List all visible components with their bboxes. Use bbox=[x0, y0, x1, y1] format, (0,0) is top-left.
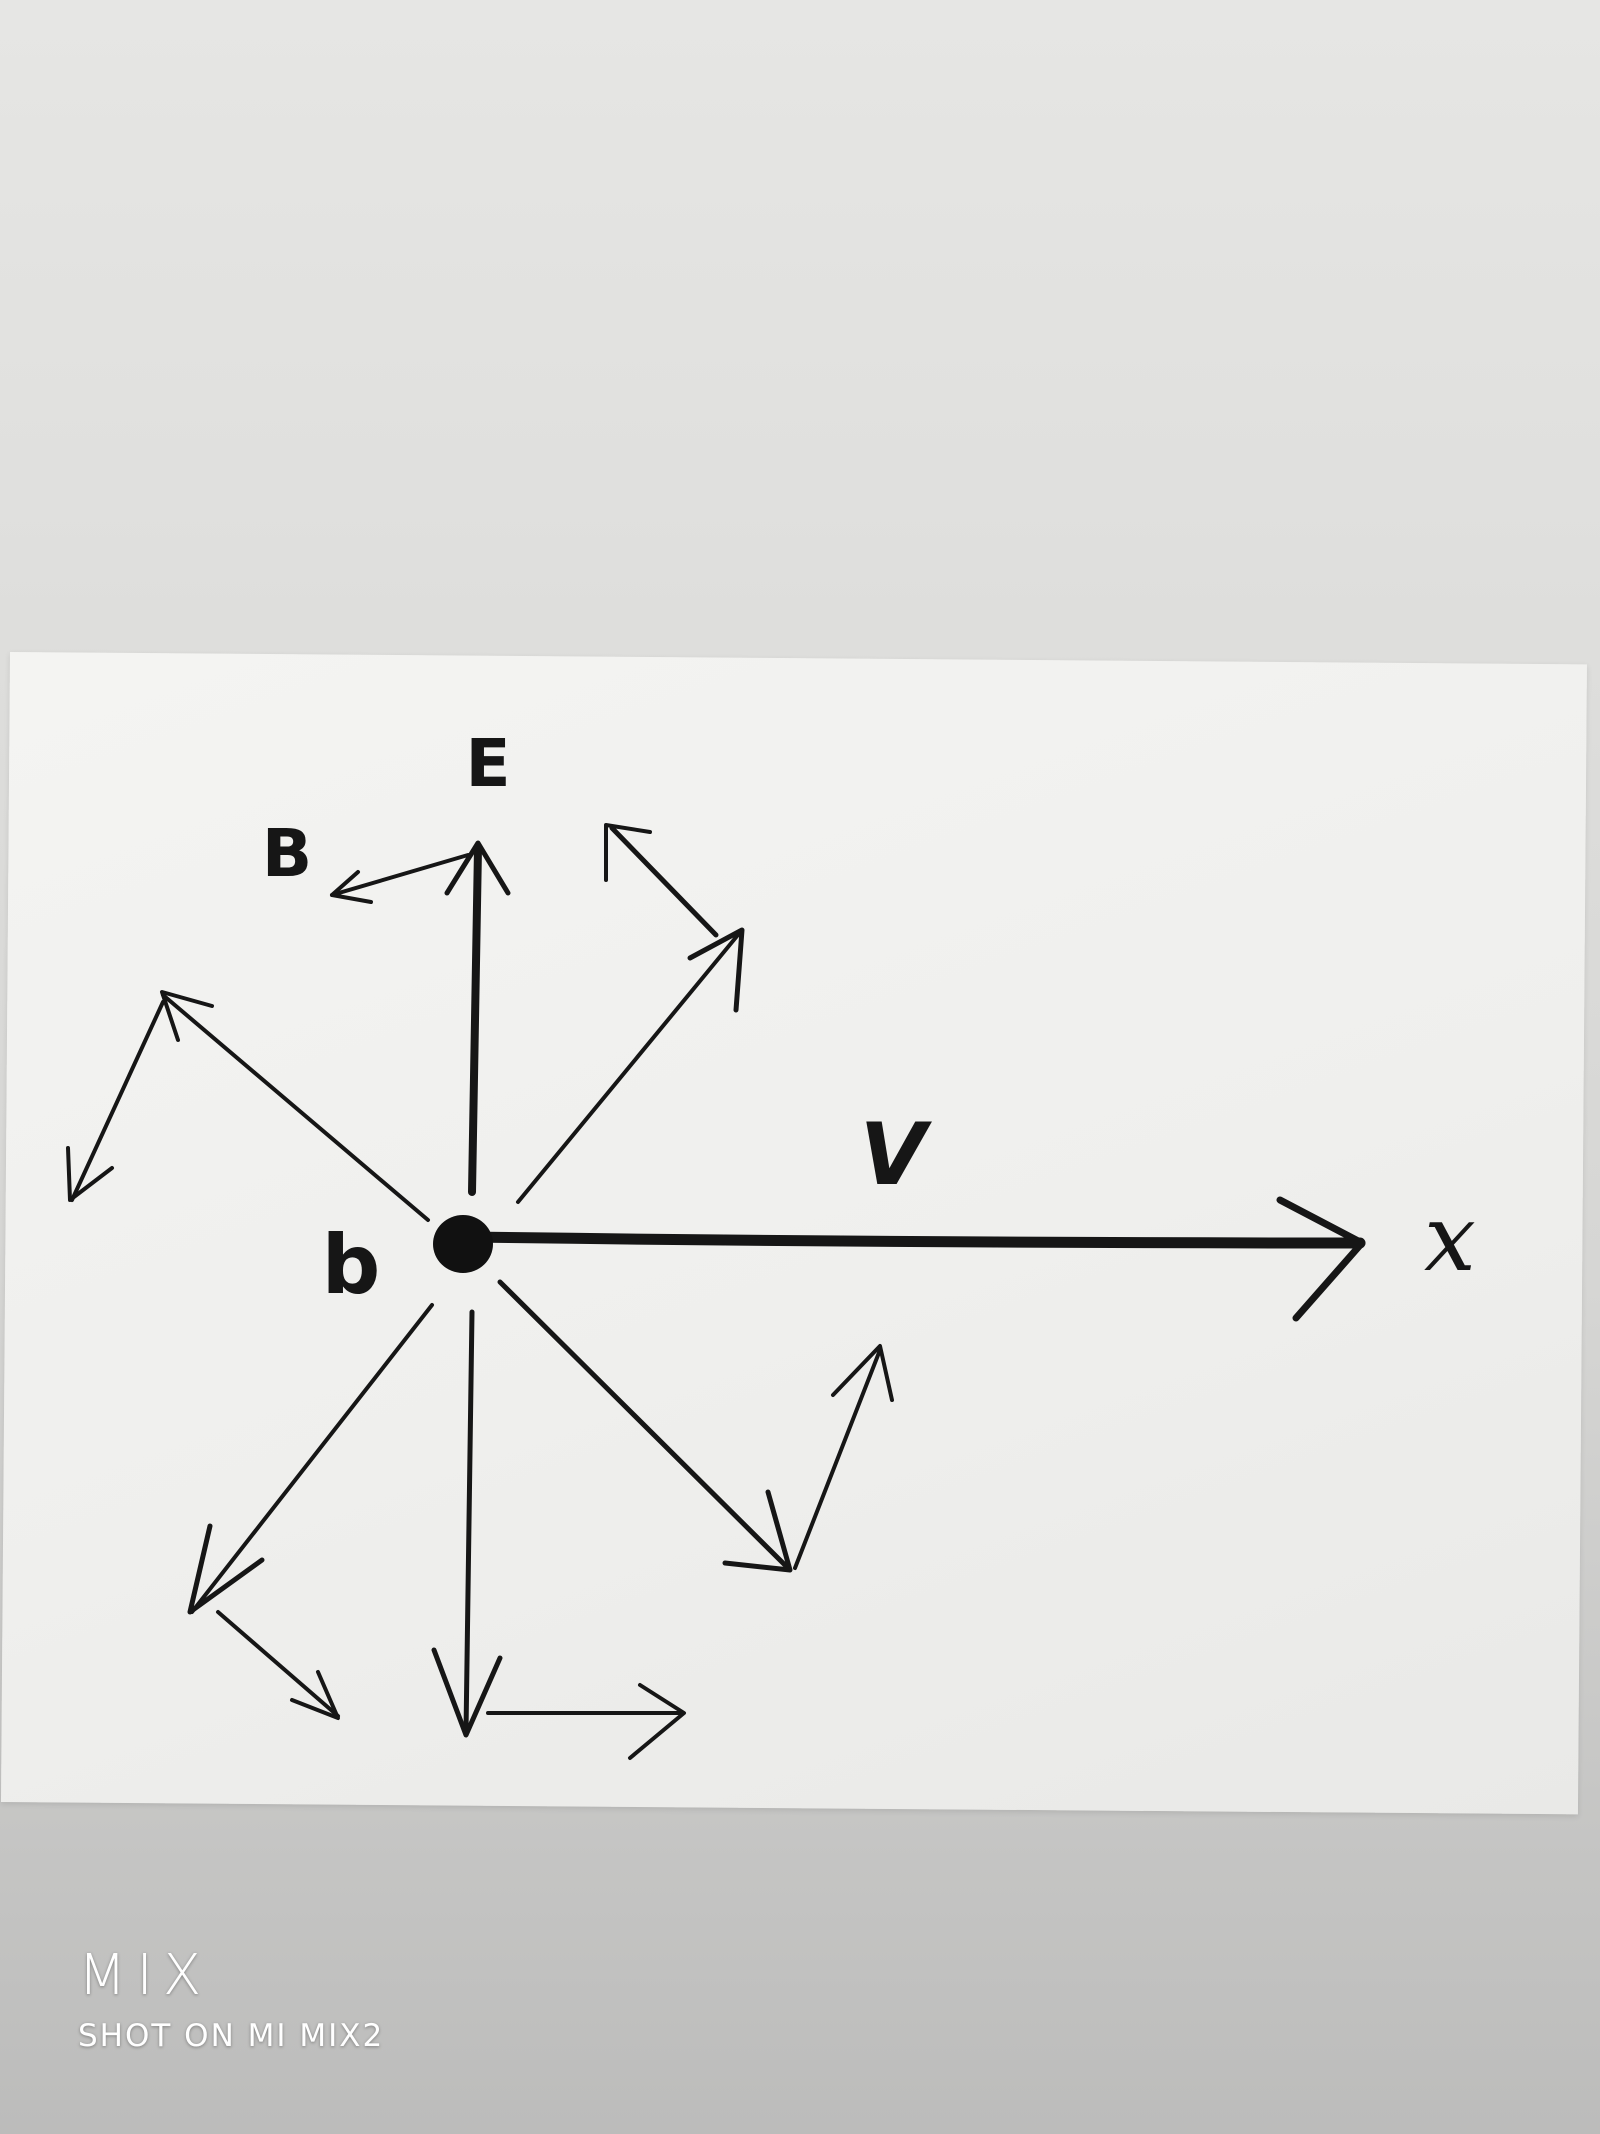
field-arrow-up-left bbox=[160, 990, 430, 1222]
b-arrow-up-right bbox=[604, 823, 719, 938]
charge-point bbox=[433, 1215, 493, 1273]
label-e: E bbox=[465, 725, 510, 802]
watermark-logo: MIX bbox=[78, 1943, 212, 2008]
field-arrow-down-right bbox=[497, 1279, 793, 1573]
field-arrow-up bbox=[444, 840, 511, 1196]
b-arrow-down-right bbox=[793, 1344, 894, 1570]
label-q: q bbox=[322, 1228, 381, 1323]
field-arrow-down bbox=[431, 1309, 503, 1738]
b-arrow-up-left bbox=[66, 1000, 165, 1202]
label-x: x bbox=[1424, 1185, 1476, 1292]
velocity-axis-arrow bbox=[462, 1196, 1366, 1322]
label-b: B bbox=[262, 815, 312, 892]
field-arrow-down-left bbox=[187, 1303, 434, 1615]
watermark-caption: SHOT ON MI MIX2 bbox=[78, 2018, 385, 2054]
b-arrow-up bbox=[330, 853, 470, 904]
b-arrow-down bbox=[486, 1683, 686, 1760]
field-arrow-up-right bbox=[516, 927, 745, 1204]
label-v: V bbox=[860, 1105, 933, 1205]
b-arrow-down-left bbox=[216, 1610, 340, 1720]
